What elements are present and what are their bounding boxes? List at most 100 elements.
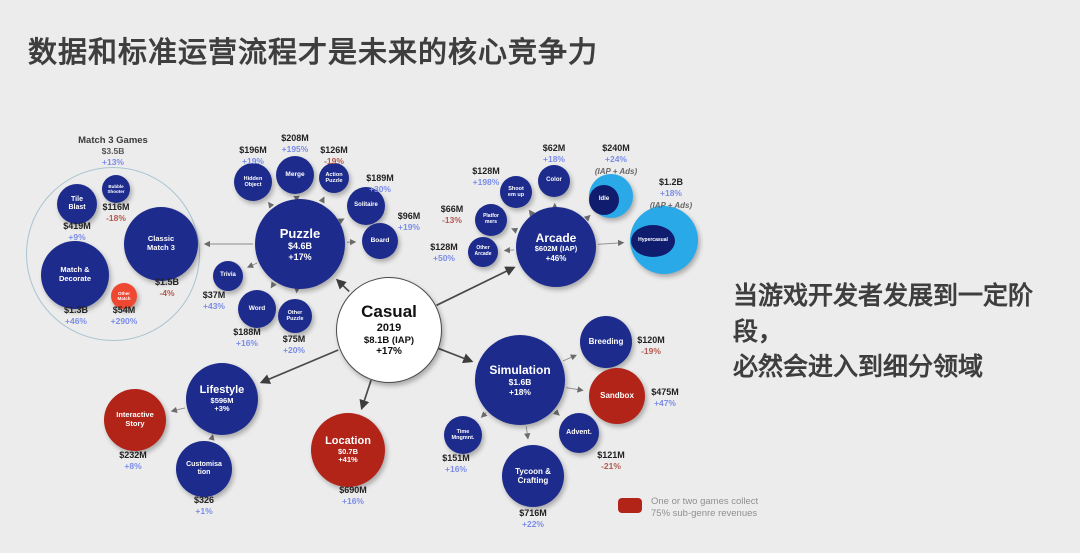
classic-match3-label: $1.5B-4%: [155, 277, 179, 298]
word-bubble: Word: [238, 290, 276, 328]
customisation-label-line: +1%: [195, 505, 213, 516]
solitaire-label-line: +30%: [369, 183, 391, 194]
time-mgmt-label-line: +16%: [445, 463, 467, 474]
interactive-story-label-line: $232M: [119, 450, 147, 460]
puzzle-bubble: Puzzle$4.6B+17%: [255, 199, 345, 289]
other-arcade-label-line: $128M: [430, 242, 458, 252]
merge-text: Merge: [285, 171, 305, 179]
connector-arcade-hypercasual-outer: [597, 239, 625, 247]
connector-puzzle-action-puzzle: [318, 196, 325, 204]
shoot-em-up-label-line: $128M: [472, 166, 500, 176]
lifestyle-bubble: Lifestyle$596M+3%: [186, 363, 258, 435]
board-label-line: $96M: [397, 211, 421, 221]
match-decorate-bubble: Match &Decorate: [41, 241, 109, 309]
breeding-label-line: $120M: [637, 335, 665, 345]
board-label: $96M+19%: [398, 211, 421, 232]
casual-text: +17%: [376, 346, 402, 358]
bubble-shooter-label-line: -18%: [106, 212, 126, 223]
idle-label-line: $240M: [602, 143, 630, 153]
platformers-label-line: $66M: [440, 204, 464, 214]
merge-label-line: +195%: [281, 143, 309, 154]
other-puzzle-text: Puzzle: [286, 316, 304, 322]
match3-ring-bubble: [26, 167, 200, 341]
match-decorate-text: Match &: [60, 265, 90, 275]
bubble-shooter-label-line: $116M: [102, 202, 130, 212]
tile-blast-text: Blast: [68, 204, 86, 211]
color-label: $62M+18%: [543, 143, 566, 164]
connector-casual-arcade: [436, 266, 516, 307]
hypercasual-label-line: $1.2B: [658, 177, 684, 187]
other-puzzle-label-line: +20%: [283, 344, 305, 355]
location-text: $0.7B: [337, 446, 358, 456]
other-match-text: Other: [117, 290, 130, 296]
other-match-label-line: $54M: [112, 305, 136, 315]
connector-casual-simulation: [438, 347, 474, 364]
solitaire-label-line: $189M: [366, 173, 394, 183]
classic-match3-text: Match 3: [147, 243, 175, 252]
arcade-text: +46%: [545, 253, 567, 263]
action-puzzle-text: Puzzle: [325, 178, 343, 184]
arcade-bubble: Arcade$602M (IAP)+46%: [516, 207, 596, 287]
merge-bubble: Merge: [276, 156, 314, 194]
puzzle-text: $4.6B: [287, 241, 313, 252]
connector-lifestyle-interactive-story: [170, 406, 186, 413]
tile-blast-label-line: $419M: [63, 221, 91, 231]
location-bubble: Location$0.7B+41%: [311, 413, 385, 487]
legend-line-1: One or two games collect: [651, 496, 759, 507]
word-text: Word: [248, 305, 266, 313]
lifestyle-text: $596M: [210, 395, 234, 405]
tycoon-label-line: $716M: [519, 508, 547, 518]
connector-arcade-idle-outer: [583, 214, 591, 222]
classic-match3-label-line: $1.5B: [154, 277, 180, 287]
hidden-object-label-line: +19%: [242, 155, 264, 166]
puzzle-text: Puzzle: [279, 225, 321, 241]
connector-casual-lifestyle: [259, 349, 339, 384]
location-text: Location: [325, 434, 371, 447]
hypercasual-label-line: +18%: [660, 187, 682, 198]
connector-simulation-breeding: [562, 354, 577, 362]
arcade-text: $602M (IAP): [534, 243, 578, 253]
sandbox-text: Sandbox: [600, 391, 634, 401]
hypercasual-bubble: Hypercasual: [631, 225, 675, 257]
annotation-line-2: 必然会进入到细分领域: [733, 353, 984, 381]
other-puzzle-label: $75M+20%: [283, 334, 306, 355]
other-match-text: Match: [117, 296, 131, 301]
connector-casual-puzzle: [335, 278, 350, 293]
platformers-text: Platfor: [483, 213, 499, 220]
color-bubble: Color: [538, 165, 570, 197]
advent-text: Advent.: [566, 428, 592, 436]
annotation-text: 当游戏开发者发展到一定阶段， 必然会进入到细分领域: [733, 279, 1078, 386]
connector-puzzle-word: [270, 281, 277, 289]
sandbox-label: $475M+47%: [651, 387, 679, 408]
idle-label-line: +24%: [605, 153, 627, 164]
legend: One or two games collect 75% sub-genre r…: [618, 496, 758, 521]
location-text: +41%: [338, 455, 358, 465]
word-label-line: +16%: [236, 337, 258, 348]
match-decorate-label-line: $1.3B: [63, 305, 89, 315]
trivia-label-line: +43%: [203, 300, 225, 311]
legend-line-2: 75% sub-genre revenues: [651, 508, 758, 520]
hidden-object-text: Object: [244, 182, 262, 188]
idle-label: $240M+24%(IAP + Ads): [595, 143, 637, 177]
bubble-shooter-text: Bubble: [108, 183, 124, 189]
solitaire-label: $189M+30%: [366, 173, 394, 194]
shoot-em-up-text: em up: [507, 192, 525, 198]
location-label-line: $690M: [339, 485, 367, 495]
connector-simulation-sandbox: [566, 386, 584, 393]
trivia-bubble: Trivia: [213, 261, 243, 291]
customisation-label: $326+1%: [194, 495, 214, 516]
legend-red-swatch: [618, 498, 642, 513]
platformers-label: $66M-13%: [441, 204, 464, 225]
puzzle-text: +17%: [288, 251, 312, 262]
breeding-bubble: Breeding: [580, 316, 632, 368]
connector-puzzle-hidden-object: [267, 201, 275, 209]
hidden-object-text: Hidden: [243, 175, 263, 182]
solitaire-text: Solitaire: [354, 202, 378, 209]
arcade-text: Arcade: [535, 230, 577, 245]
